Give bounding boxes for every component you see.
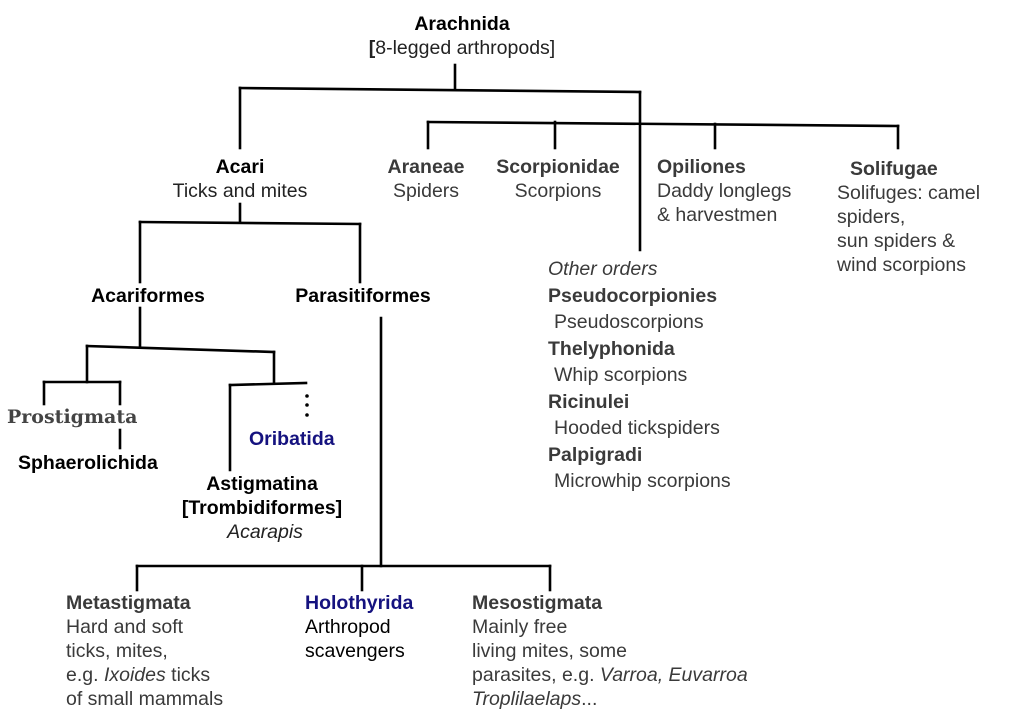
node-line: scavengers (305, 640, 405, 662)
node-title: Solifugae (850, 158, 938, 180)
example-suffix: ticks (165, 664, 211, 686)
node-line: ticks, mites, (66, 640, 168, 662)
orders-bar (426, 120, 900, 128)
other-orders-heading: Other orders (548, 258, 658, 280)
node-example: Acarapis (227, 521, 303, 543)
node-prostigmata: Prostigmata (7, 405, 137, 429)
node-acari: Acari Ticks and mites (173, 155, 308, 203)
node-arachnida: Arachnida [8-legged arthropods] (369, 12, 555, 60)
order-common-name: Hooded tickspiders (554, 417, 720, 439)
example-genus: Troplilaelaps (472, 688, 582, 710)
acariformes-bar (85, 344, 276, 354)
node-subtitle: [Trombidiformes] (181, 497, 343, 519)
node-line: spiders, (837, 206, 906, 228)
node-title: Acari (215, 156, 265, 178)
order-title: Ricinulei (548, 390, 630, 413)
node-line: Solifuges: camel (837, 182, 981, 204)
node-title: Scorpionidae (496, 156, 620, 178)
node-title: Holothyrida (305, 592, 414, 614)
order-common-name: Whip scorpions (554, 364, 688, 386)
node-line: sun spiders & (837, 230, 956, 252)
example-genus: Ixoides (103, 664, 166, 686)
node-line: Mainly free (472, 616, 568, 638)
node-opiliones: Opiliones Daddy longlegs & harvestmen (657, 155, 791, 227)
continuation-dot (305, 413, 309, 417)
node-solifugae: Solifugae Solifuges: camel spiders, sun … (837, 157, 980, 277)
order-title: Pseudocorpionies (548, 284, 718, 307)
node-metastigmata: Metastigmata Hard and soft ticks, mites,… (66, 591, 223, 711)
order-common-name: Microwhip scorpions (554, 470, 731, 492)
example-prefix: parasites, e.g. (472, 664, 600, 686)
example-prefix: e.g. (66, 664, 104, 686)
node-line: Daddy longlegs (657, 180, 792, 202)
node-title: Astigmatina (206, 473, 318, 495)
node-title: Araneae (387, 156, 465, 178)
node-subtitle: [8-legged arthropods] (369, 36, 555, 60)
example-genus: Varroa, Euvarroa (599, 664, 748, 686)
node-line: wind scorpions (837, 254, 966, 276)
node-title: Acariformes (91, 285, 205, 307)
node-title: Arachnida (414, 13, 510, 35)
node-mesostigmata: Mesostigmata Mainly free living mites, s… (472, 591, 748, 711)
node-holothyrida: Holothyrida Arthropod scavengers (305, 591, 413, 663)
order-title: Thelyphonida (548, 337, 675, 360)
node-line: e.g. Ixoides ticks (66, 663, 223, 687)
node-oribatida: Oribatida (249, 427, 335, 451)
root-branch-bar (238, 86, 642, 94)
continuation-dot (305, 394, 309, 398)
continuation-dot (305, 403, 309, 407)
node-subtitle: Scorpions (514, 180, 602, 202)
node-title: Oribatida (249, 428, 335, 450)
node-line: Arthropod (305, 616, 391, 638)
node-subtitle: Spiders (392, 180, 460, 202)
node-scorpionidae: Scorpionidae Scorpions (496, 155, 620, 203)
right-clade-bar (228, 381, 308, 387)
bracket-open: [ (368, 37, 376, 59)
acari-bar (138, 220, 362, 226)
node-title: Sphaerolichida (18, 452, 158, 474)
node-line: of small mammals (66, 688, 224, 710)
node-other-orders: Other orders Pseudocorpionies Pseudoscor… (548, 256, 731, 495)
node-sphaerolichida: Sphaerolichida (18, 451, 158, 475)
order-common-name: Pseudoscorpions (554, 311, 704, 333)
node-title: Opiliones (657, 156, 746, 178)
order-title: Palpigradi (548, 443, 643, 466)
node-title: Prostigmata (7, 406, 138, 428)
node-line: parasites, e.g. Varroa, Euvarroa (472, 663, 748, 687)
node-title: Mesostigmata (472, 592, 603, 614)
node-line: Troplilaelaps... (472, 687, 748, 711)
node-acariformes: Acariformes (91, 284, 205, 308)
node-line: Hard and soft (66, 616, 184, 638)
node-line: & harvestmen (657, 204, 778, 226)
node-parasitiformes: Parasitiformes (295, 284, 430, 308)
node-title: Parasitiformes (295, 285, 431, 307)
node-astigmatina: Astigmatina [Trombidiformes] Acarapis (182, 472, 342, 544)
node-title: Metastigmata (66, 592, 191, 614)
node-subtitle: Ticks and mites (172, 180, 308, 202)
subtitle-text: 8-legged arthropods] (375, 37, 556, 59)
node-line: living mites, some (472, 640, 627, 662)
node-araneae: Araneae Spiders (388, 155, 465, 203)
ellipsis: ... (581, 688, 598, 710)
